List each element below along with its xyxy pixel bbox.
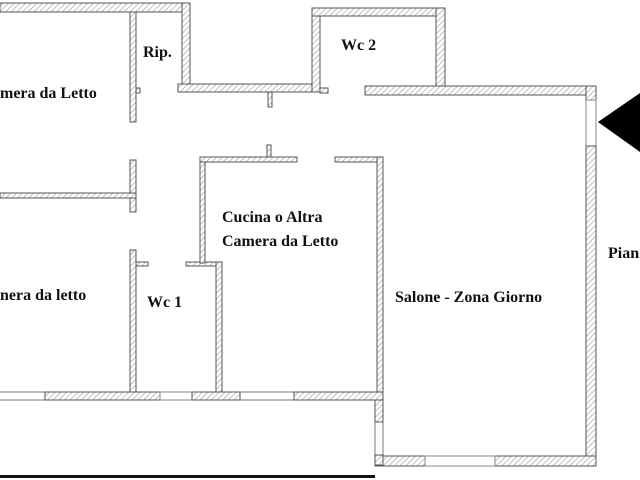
wall: [311, 7, 321, 93]
wall: [129, 249, 137, 393]
room-label-storage: Rip.: [143, 44, 172, 61]
wall: [435, 7, 446, 95]
wall: [374, 454, 384, 466]
wall: [293, 391, 384, 401]
wall: [334, 156, 384, 163]
window: [585, 99, 597, 147]
side-label: Pian: [608, 245, 639, 262]
wall: [585, 85, 597, 101]
wall: [364, 85, 597, 96]
wall: [266, 144, 272, 158]
wall: [199, 156, 298, 163]
wall: [319, 87, 329, 94]
wall: [135, 261, 149, 267]
wall: [267, 91, 273, 108]
window: [424, 455, 496, 467]
room-labels: mera da Letto Rip. Wc 2 Cucina o Altra C…: [0, 37, 639, 311]
walls: [0, 2, 597, 478]
wall: [135, 87, 141, 94]
window: [159, 391, 193, 401]
wall: [129, 11, 137, 123]
wall: [0, 2, 191, 13]
wall: [0, 192, 137, 199]
wall: [311, 7, 446, 17]
wall: [181, 2, 191, 92]
room-label-bedroom-bottom: nera da letto: [0, 287, 86, 304]
room-label-wc2: Wc 2: [341, 37, 376, 54]
wall: [177, 83, 321, 93]
room-label-wc1: Wc 1: [147, 294, 182, 311]
entrance-arrow-icon: [598, 93, 640, 152]
wall: [191, 391, 241, 401]
room-label-living: Salone - Zona Giorno: [395, 289, 542, 306]
boundary-line: [0, 475, 375, 478]
wall: [129, 159, 137, 213]
room-label-kitchen-2: Camera da Letto: [222, 233, 338, 250]
wall: [376, 156, 384, 394]
wall: [44, 391, 166, 401]
room-label-kitchen-1: Cucina o Altra: [222, 209, 322, 226]
wall: [215, 261, 223, 393]
room-label-bedroom-top: mera da Letto: [0, 85, 97, 102]
wall: [585, 145, 597, 467]
wall: [199, 156, 206, 264]
